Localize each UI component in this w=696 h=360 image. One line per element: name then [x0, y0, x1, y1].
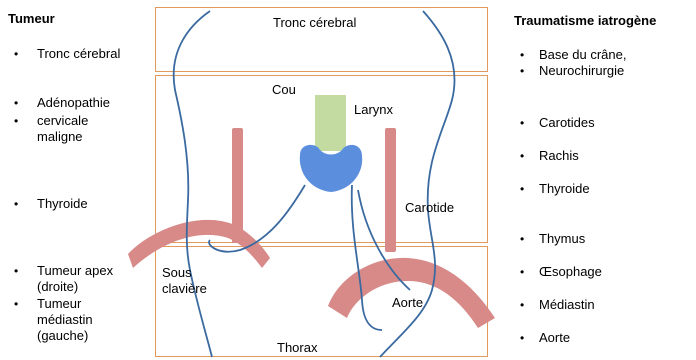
- aorte-label: Aorte: [392, 295, 423, 311]
- right-carotid-shape: [385, 128, 396, 252]
- sous-claviere-label: Sous clavière: [162, 265, 207, 297]
- right-recurrent-loop: [352, 185, 382, 330]
- cou-label: Cou: [272, 82, 296, 98]
- tronc-cerebral-label: Tronc cérebral: [273, 15, 356, 31]
- larynx-shape: [315, 95, 346, 151]
- thyroid-shape: [300, 145, 362, 192]
- subclavian-artery-shape: [128, 220, 270, 268]
- larynx-label: Larynx: [354, 102, 393, 118]
- left-recurrent-loop: [209, 185, 305, 252]
- left-carotid-shape: [232, 128, 243, 243]
- aortic-arch-shape: [328, 258, 495, 328]
- thorax-label: Thorax: [277, 340, 317, 356]
- left-recurrent-nerve: [174, 11, 212, 357]
- carotide-label: Carotide: [405, 200, 454, 216]
